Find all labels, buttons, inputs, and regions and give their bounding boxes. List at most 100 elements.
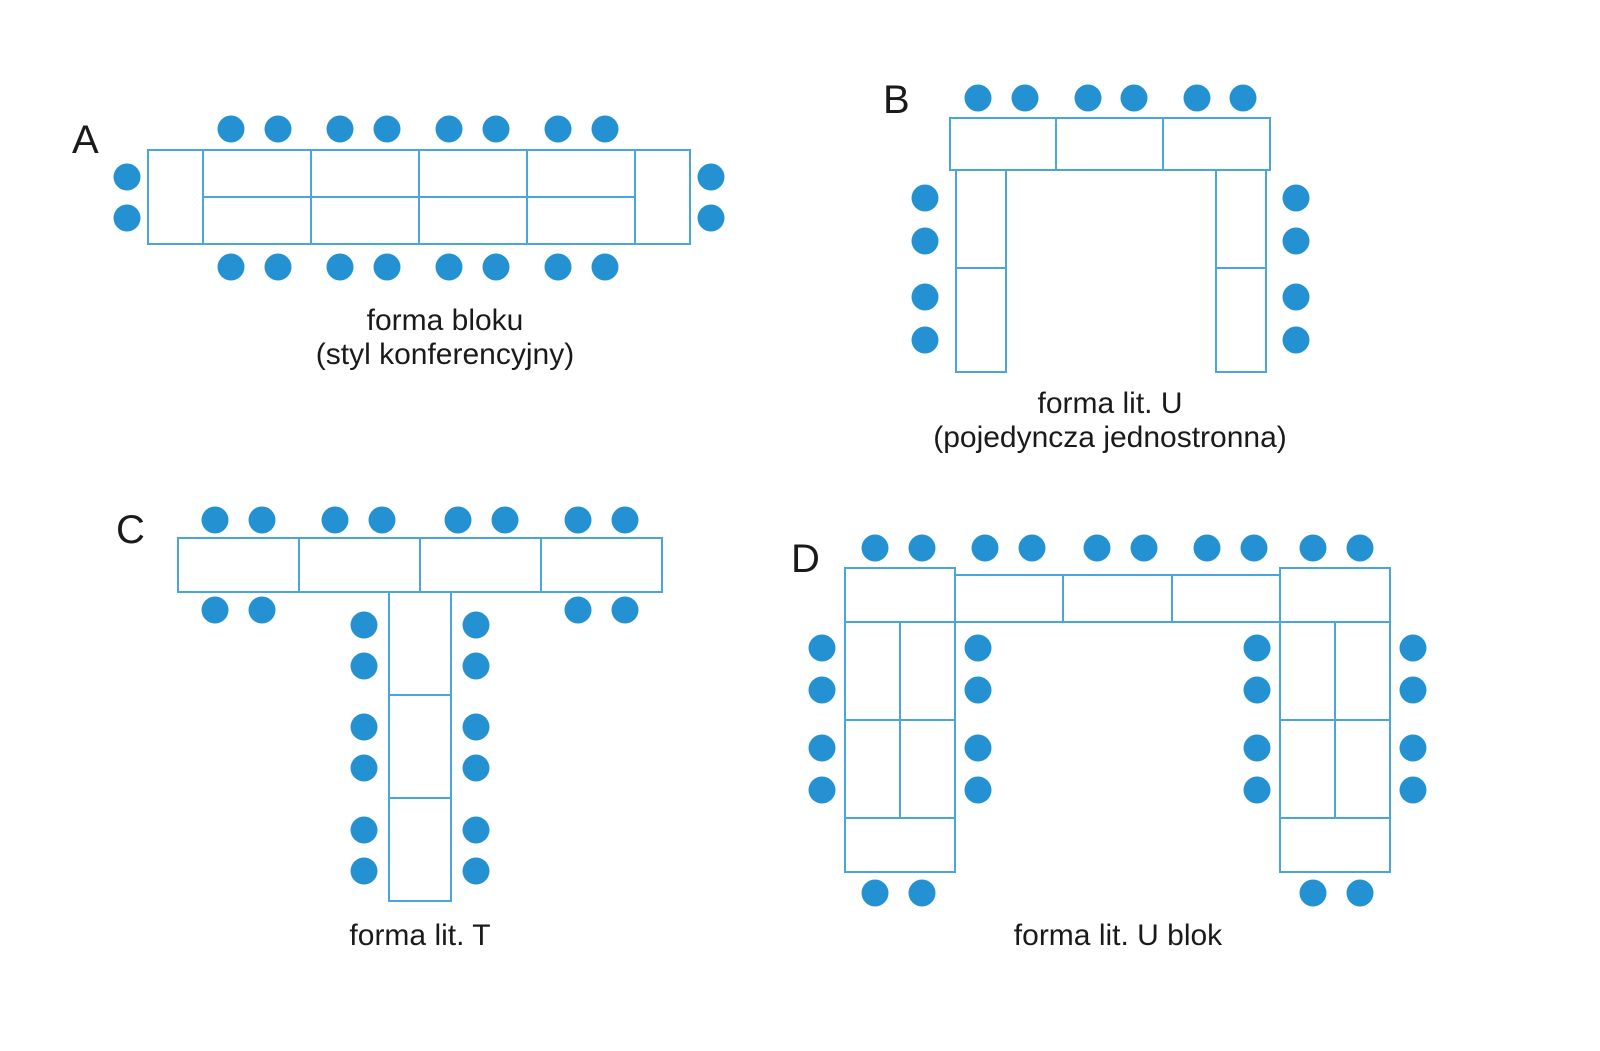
chair-c xyxy=(462,857,490,885)
chair-a xyxy=(482,115,510,143)
diagram-d-label: D xyxy=(791,537,820,581)
chair-c xyxy=(350,652,378,680)
chair-c xyxy=(462,713,490,741)
chair-a xyxy=(217,253,245,281)
chair-c xyxy=(201,506,229,534)
table-d xyxy=(1279,817,1391,873)
chair-c xyxy=(350,754,378,782)
chair-d xyxy=(1130,534,1158,562)
chair-a xyxy=(217,115,245,143)
chair-c xyxy=(350,713,378,741)
chair-c xyxy=(491,506,519,534)
table-c xyxy=(177,537,300,593)
diagram-b-caption-line2: (pojedyncza jednostronna) xyxy=(933,421,1287,454)
chair-d xyxy=(1240,534,1268,562)
chair-c xyxy=(201,596,229,624)
chair-b xyxy=(1183,84,1211,112)
table-c xyxy=(388,694,452,799)
table-d xyxy=(1279,719,1336,819)
chair-b xyxy=(964,84,992,112)
chair-b xyxy=(1229,84,1257,112)
chair-d xyxy=(1399,734,1427,762)
chair-c xyxy=(321,506,349,534)
chair-c xyxy=(564,506,592,534)
chair-c xyxy=(444,506,472,534)
chair-c xyxy=(564,596,592,624)
table-a xyxy=(526,196,636,245)
chair-b xyxy=(911,227,939,255)
table-a xyxy=(202,196,312,245)
chair-d xyxy=(861,534,889,562)
chair-a xyxy=(326,115,354,143)
chair-d xyxy=(971,534,999,562)
chair-a xyxy=(482,253,510,281)
table-a xyxy=(634,149,691,245)
chair-b xyxy=(1282,326,1310,354)
chair-c xyxy=(462,754,490,782)
chair-d xyxy=(1243,776,1271,804)
table-c xyxy=(388,797,452,902)
table-a xyxy=(526,149,636,198)
diagram-d-caption-line1: forma lit. U blok xyxy=(1014,919,1223,952)
chair-d xyxy=(908,534,936,562)
chair-d xyxy=(1399,676,1427,704)
chair-a xyxy=(113,204,141,232)
diagram-b-caption-line1: forma lit. U xyxy=(1037,387,1182,420)
chair-d xyxy=(1346,534,1374,562)
chair-c xyxy=(350,611,378,639)
chair-d xyxy=(1399,776,1427,804)
chair-c xyxy=(248,506,276,534)
chair-d xyxy=(1399,634,1427,662)
table-a xyxy=(202,149,312,198)
chair-a xyxy=(591,115,619,143)
table-d xyxy=(1279,621,1336,721)
chair-b xyxy=(911,184,939,212)
diagram-a-label: A xyxy=(72,118,99,162)
chair-b xyxy=(911,283,939,311)
chair-c xyxy=(368,506,396,534)
chair-d xyxy=(808,634,836,662)
table-d xyxy=(899,621,956,721)
chair-b xyxy=(911,326,939,354)
chair-d xyxy=(964,734,992,762)
chair-a xyxy=(435,253,463,281)
chair-d xyxy=(1018,534,1046,562)
chair-d xyxy=(1243,634,1271,662)
chair-d xyxy=(808,676,836,704)
chair-a xyxy=(373,253,401,281)
table-c xyxy=(298,537,421,593)
chair-d xyxy=(964,676,992,704)
chair-b xyxy=(1120,84,1148,112)
chair-a xyxy=(697,163,725,191)
chair-a xyxy=(264,115,292,143)
chair-a xyxy=(591,253,619,281)
diagram-a-caption-line2: (styl konferencyjny) xyxy=(316,338,574,371)
table-b xyxy=(955,169,1007,269)
table-b xyxy=(1215,267,1267,373)
chair-d xyxy=(964,634,992,662)
chair-c xyxy=(611,506,639,534)
table-b xyxy=(949,117,1057,171)
table-b xyxy=(1215,169,1267,269)
labels-layer: A B C D forma bloku (styl konferencyjny)… xyxy=(72,78,1287,952)
diagram-c-label: C xyxy=(116,508,145,552)
table-d xyxy=(1279,567,1391,623)
table-a xyxy=(418,196,528,245)
chair-c xyxy=(462,611,490,639)
table-c xyxy=(388,591,452,696)
chair-d xyxy=(1243,734,1271,762)
table-d xyxy=(844,817,956,873)
table-d xyxy=(844,719,901,819)
table-d xyxy=(899,719,956,819)
table-b xyxy=(1162,117,1271,171)
table-d xyxy=(1062,574,1173,623)
table-b xyxy=(1055,117,1164,171)
chair-a xyxy=(544,253,572,281)
chair-c xyxy=(350,857,378,885)
chair-c xyxy=(350,816,378,844)
chair-b xyxy=(1282,184,1310,212)
chair-a xyxy=(264,253,292,281)
chair-d xyxy=(1243,676,1271,704)
